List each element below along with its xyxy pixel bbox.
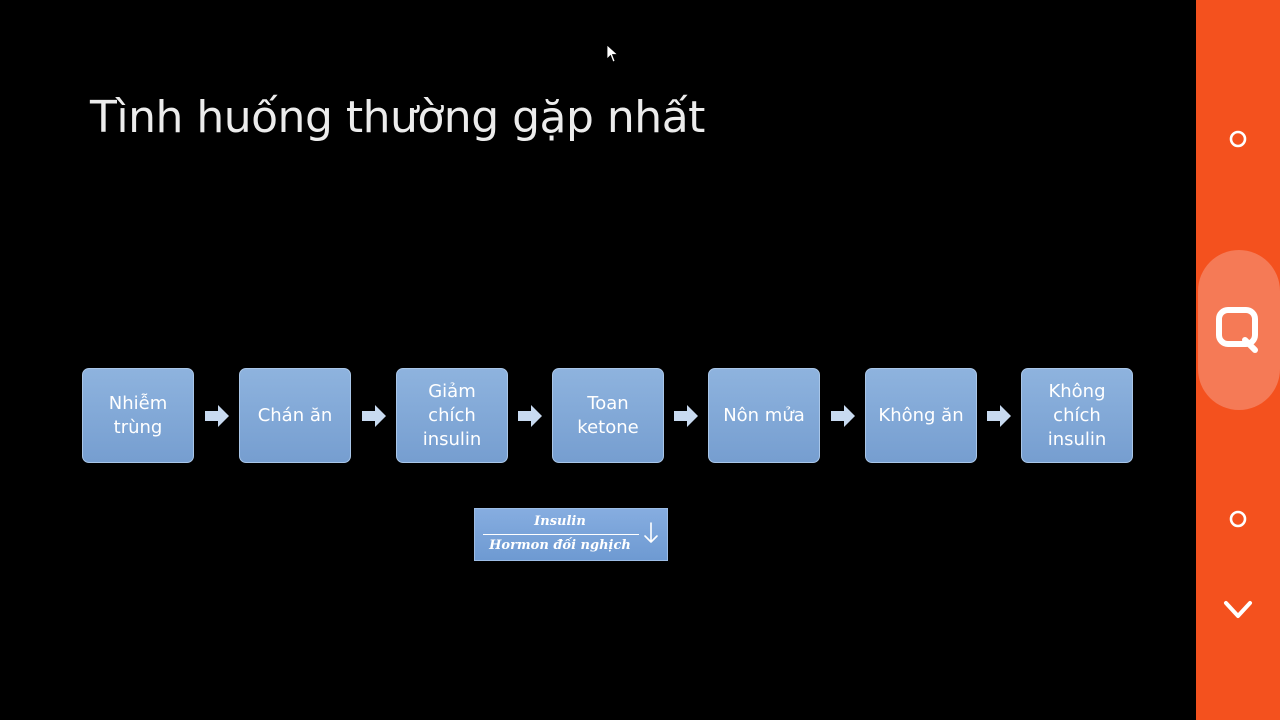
down-arrow-icon <box>644 522 658 543</box>
flow-step-khong-chich-insulin: Không chích insulin <box>1021 368 1133 463</box>
flow-step-chan-an: Chán ăn <box>239 368 351 463</box>
right-arrow-icon <box>362 405 386 427</box>
floating-side-panel <box>1196 0 1280 720</box>
right-arrow-icon <box>205 405 229 427</box>
ratio-numerator: Insulin <box>534 514 586 529</box>
flow-step-toan-ketone: Toan ketone <box>552 368 664 463</box>
flow-step-giam-chich-insulin: Giảm chích insulin <box>396 368 508 463</box>
right-arrow-icon <box>518 405 542 427</box>
insulin-ratio-box: Insulin Hormon đối nghịch <box>474 508 668 561</box>
ratio-denominator: Hormon đối nghịch <box>489 538 631 553</box>
right-arrow-icon <box>987 405 1011 427</box>
magnifier-icon <box>1216 307 1258 353</box>
slide-title: Tình huống thường gặp nhất <box>90 92 705 143</box>
chevron-down-icon[interactable] <box>1222 598 1254 622</box>
flow-step-khong-an: Không ăn <box>865 368 977 463</box>
slide: Tình huống thường gặp nhất Nhiễm trùng C… <box>82 44 1133 561</box>
right-arrow-icon <box>674 405 698 427</box>
flow-step-non-mua: Nôn mửa <box>708 368 820 463</box>
mouse-cursor-icon <box>606 44 619 63</box>
magnifier-button[interactable] <box>1198 250 1280 410</box>
circle-icon[interactable] <box>1228 509 1248 529</box>
right-arrow-icon <box>831 405 855 427</box>
flow-step-nhiem-trung: Nhiễm trùng <box>82 368 194 463</box>
circle-icon[interactable] <box>1228 129 1248 149</box>
fraction-bar <box>483 534 639 535</box>
